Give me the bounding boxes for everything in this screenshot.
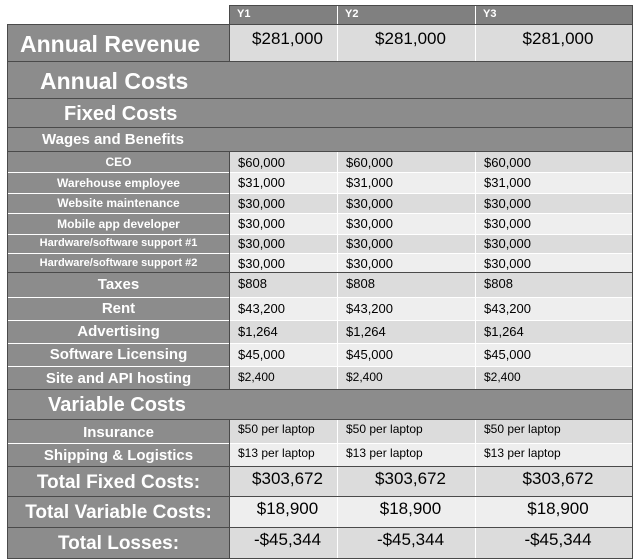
wage-warehouse-y3: $31,000 [476, 173, 632, 193]
wage-website-y1: $30,000 [230, 194, 337, 213]
total-fixed-y2: $303,672 [338, 467, 475, 496]
fixed-hosting-y1: $2,400 [230, 367, 337, 389]
fixed-licensing-y3: $45,000 [476, 344, 632, 366]
fixed-label-rent: Rent [8, 298, 229, 320]
fixed-label-hosting: Site and API hosting [8, 367, 229, 389]
variable-insurance-y3: $50 per laptop [476, 420, 632, 443]
total-variable-y2: $18,900 [338, 497, 475, 527]
variable-label-shipping: Shipping & Logistics [8, 444, 229, 466]
table-border-top [229, 5, 633, 6]
total-losses-label: Total Losses: [8, 528, 229, 558]
row-divider-total-losses [7, 527, 633, 528]
fixed-licensing-y1: $45,000 [230, 344, 337, 366]
fixed-costs-heading: Fixed Costs [8, 99, 632, 127]
fixed-hosting-y2: $2,400 [338, 367, 475, 389]
wage-ceo-y2: $60,000 [338, 152, 475, 172]
row-divider-wage-rows [7, 151, 633, 152]
row-divider-variable [7, 389, 633, 390]
row-divider-total-variable [7, 496, 633, 497]
wage-mobile-y2: $30,000 [338, 214, 475, 234]
variable-shipping-y1: $13 per laptop [230, 444, 337, 466]
row-divider-variable-rows [7, 419, 633, 420]
wage-support1-y2: $30,000 [338, 235, 475, 253]
total-fixed-y1: $303,672 [230, 467, 337, 496]
fixed-taxes-y2: $808 [338, 273, 475, 297]
total-variable-y1: $18,900 [230, 497, 337, 527]
fixed-label-licensing: Software Licensing [8, 344, 229, 366]
annual-costs-heading: Annual Costs [8, 62, 632, 98]
year-header-3: Y3 [476, 6, 632, 24]
total-fixed-y3: $303,672 [476, 467, 632, 496]
wage-label-support1: Hardware/software support #1 [8, 235, 229, 253]
fixed-hosting-y3: $2,400 [476, 367, 632, 389]
fixed-licensing-y2: $45,000 [338, 344, 475, 366]
fixed-label-taxes: Taxes [8, 273, 229, 297]
wage-label-website: Website maintenance [8, 194, 229, 213]
wage-label-mobile: Mobile app developer [8, 214, 229, 234]
variable-costs-heading: Variable Costs [8, 390, 632, 419]
table-border-right [632, 5, 633, 559]
fixed-rent-y2: $43,200 [338, 298, 475, 320]
total-fixed-label: Total Fixed Costs: [8, 467, 229, 496]
fixed-advertising-y2: $1,264 [338, 321, 475, 343]
row-divider-fixed-costs [7, 98, 633, 99]
row-divider-other-fixed [7, 272, 633, 273]
fixed-taxes-y3: $808 [476, 273, 632, 297]
col-divider-a-mid [229, 151, 230, 390]
wage-website-y2: $30,000 [338, 194, 475, 213]
wage-label-support2: Hardware/software support #2 [8, 254, 229, 272]
annual-revenue-label: Annual Revenue [8, 25, 229, 61]
total-losses-y3: -$45,344 [476, 528, 632, 558]
fixed-label-advertising: Advertising [8, 321, 229, 343]
annual-revenue-y2: $281,000 [338, 25, 475, 61]
wage-support2-y3: $30,000 [476, 254, 632, 272]
fixed-taxes-y1: $808 [230, 273, 337, 297]
col-divider-a-bottom [229, 419, 230, 559]
wage-support1-y1: $30,000 [230, 235, 337, 253]
wage-warehouse-y1: $31,000 [230, 173, 337, 193]
wages-heading: Wages and Benefits [8, 128, 632, 151]
wage-mobile-y1: $30,000 [230, 214, 337, 234]
fixed-rent-y3: $43,200 [476, 298, 632, 320]
total-losses-y1: -$45,344 [230, 528, 337, 558]
wage-support2-y2: $30,000 [338, 254, 475, 272]
fixed-advertising-y1: $1,264 [230, 321, 337, 343]
wage-website-y3: $30,000 [476, 194, 632, 213]
wage-warehouse-y2: $31,000 [338, 173, 475, 193]
row-divider-wages [7, 127, 633, 128]
wage-label-warehouse: Warehouse employee [8, 173, 229, 193]
wage-support1-y3: $30,000 [476, 235, 632, 253]
wage-mobile-y3: $30,000 [476, 214, 632, 234]
variable-shipping-y2: $13 per laptop [338, 444, 475, 466]
row-divider-revenue [7, 24, 633, 25]
wage-ceo-y3: $60,000 [476, 152, 632, 172]
variable-insurance-y1: $50 per laptop [230, 420, 337, 443]
total-variable-label: Total Variable Costs: [8, 497, 229, 527]
variable-shipping-y3: $13 per laptop [476, 444, 632, 466]
total-variable-y3: $18,900 [476, 497, 632, 527]
wage-label-ceo: CEO [8, 152, 229, 172]
wage-support2-y1: $30,000 [230, 254, 337, 272]
variable-label-insurance: Insurance [8, 420, 229, 443]
fixed-advertising-y3: $1,264 [476, 321, 632, 343]
total-losses-y2: -$45,344 [338, 528, 475, 558]
fixed-rent-y1: $43,200 [230, 298, 337, 320]
year-header-2: Y2 [338, 6, 475, 24]
table-border-left [7, 24, 8, 559]
year-header-1: Y1 [230, 6, 337, 24]
annual-revenue-y3: $281,000 [476, 25, 632, 61]
row-divider-totals [7, 466, 633, 467]
row-divider-annual-costs [7, 61, 633, 62]
wage-ceo-y1: $60,000 [230, 152, 337, 172]
col-divider-a-top [229, 5, 230, 62]
annual-revenue-y1: $281,000 [230, 25, 337, 61]
variable-insurance-y2: $50 per laptop [338, 420, 475, 443]
